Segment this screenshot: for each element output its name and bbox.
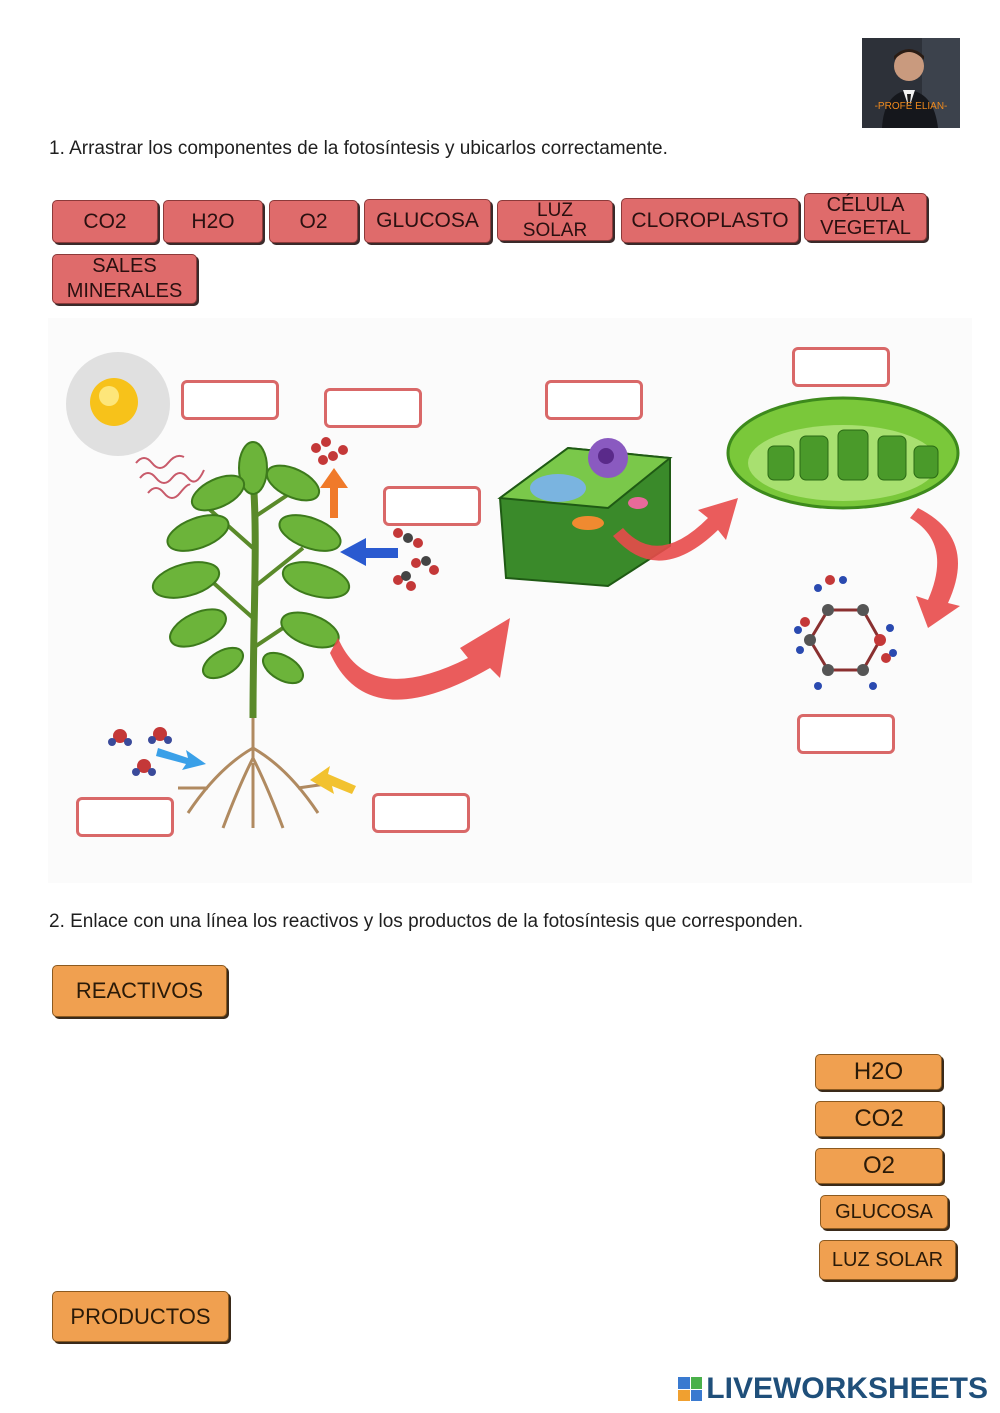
light-wave-icon	[136, 456, 204, 498]
match-item-h2o[interactable]: H2O	[815, 1054, 942, 1090]
drop-box-water[interactable]	[76, 797, 174, 837]
curved-arrow-to-cell-icon	[330, 618, 510, 700]
drop-box-cell[interactable]	[545, 380, 643, 420]
instruction-1: 1. Arrastrar los componentes de la fotos…	[49, 138, 668, 160]
tile-sales-minerales[interactable]: SALES MINERALES	[52, 254, 197, 304]
sun-icon	[66, 352, 170, 456]
up-arrow-icon	[320, 468, 348, 518]
tile-o2[interactable]: O2	[269, 200, 358, 243]
tile-glucosa[interactable]: GLUCOSA	[364, 199, 491, 243]
productos-box[interactable]: PRODUCTOS	[52, 1291, 229, 1342]
drop-box-chloroplast[interactable]	[792, 347, 890, 387]
tile-luz-solar[interactable]: LUZ SOLAR	[497, 200, 613, 241]
co2-molecule-icon	[393, 528, 439, 591]
glucose-molecule-icon	[794, 575, 897, 690]
drop-box-glucose[interactable]	[797, 714, 895, 754]
tile-co2[interactable]: CO2	[52, 200, 158, 243]
portrait-image	[862, 38, 960, 128]
match-item-co2[interactable]: CO2	[815, 1101, 943, 1137]
roots-icon	[178, 718, 333, 828]
drop-box-oxygen[interactable]	[324, 388, 422, 428]
drop-box-sun[interactable]	[181, 380, 279, 420]
oxygen-molecule-icon	[311, 437, 348, 465]
instruction-2: 2. Enlace con una línea los reactivos y …	[49, 911, 803, 933]
reactivos-box[interactable]: REACTIVOS	[52, 965, 227, 1017]
left-arrow-icon	[340, 538, 398, 566]
plant-icon	[149, 442, 353, 718]
curved-arrow-to-glucose-icon	[910, 508, 960, 628]
water-arrow-icon	[156, 748, 206, 770]
drop-box-minerals[interactable]	[372, 793, 470, 833]
match-item-o2[interactable]: O2	[815, 1148, 943, 1184]
avatar-caption: -PROFE ELIAN-	[862, 101, 960, 112]
liveworksheets-logo-icon	[678, 1377, 702, 1401]
tile-cloroplasto[interactable]: CLOROPLASTO	[621, 198, 799, 243]
tile-h2o[interactable]: H2O	[163, 200, 263, 243]
match-item-luz-solar[interactable]: LUZ SOLAR	[819, 1240, 956, 1280]
minerals-arrow-icon	[310, 766, 356, 794]
brand-name: LIVEWORKSHEETS	[706, 1372, 988, 1406]
tile-celula-vegetal[interactable]: CÉLULA VEGETAL	[804, 193, 927, 241]
chloroplast-icon	[728, 398, 958, 508]
teacher-avatar: -PROFE ELIAN-	[862, 38, 960, 128]
liveworksheets-logo: LIVEWORKSHEETS	[678, 1372, 988, 1406]
match-item-glucosa[interactable]: GLUCOSA	[820, 1195, 948, 1229]
drop-box-co2[interactable]	[383, 486, 481, 526]
plant-cell-icon	[500, 438, 670, 586]
